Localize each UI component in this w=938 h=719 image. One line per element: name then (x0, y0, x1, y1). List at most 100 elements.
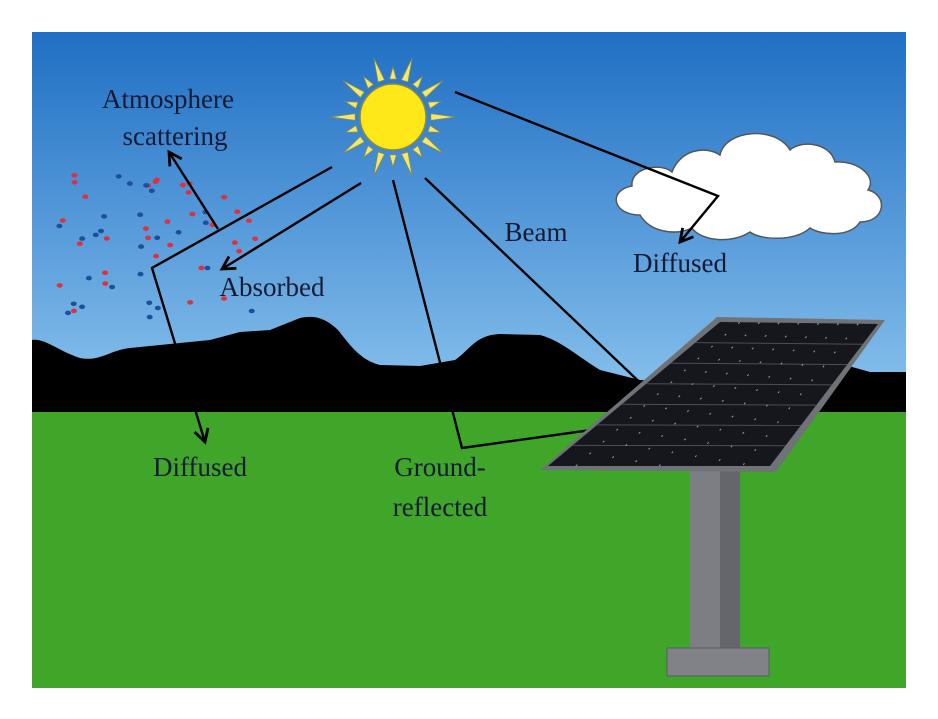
label-ground: Ground- (394, 452, 485, 482)
label-atmosphere: Atmosphere (102, 84, 234, 114)
particle (82, 194, 89, 199)
scattering-arrow (169, 152, 220, 230)
sun-ray (330, 113, 356, 121)
particle (148, 188, 155, 194)
sun-ray (427, 101, 442, 110)
sun-ray (421, 80, 444, 99)
particle (145, 235, 152, 241)
particle (102, 281, 109, 286)
sun-ray (344, 101, 359, 110)
particle (115, 174, 122, 179)
particle (246, 218, 252, 223)
sun-disc (359, 83, 427, 151)
sun-ray (373, 151, 386, 177)
particle (236, 248, 243, 254)
particle (56, 223, 63, 229)
sun-ray (362, 75, 375, 90)
particle (146, 314, 153, 320)
panel-base (666, 647, 770, 677)
sun-ray (344, 124, 359, 133)
particle (154, 305, 161, 311)
particle (56, 283, 63, 288)
label-beam: Beam (505, 217, 568, 247)
particle (185, 190, 192, 195)
particle (138, 244, 145, 249)
label-reflected: reflected (393, 492, 488, 522)
panel-cell-line (597, 424, 801, 426)
particle (142, 226, 149, 231)
diffused-ground-ray-arrow (150, 165, 333, 442)
particle (92, 232, 99, 238)
panel-cell-line (575, 321, 741, 467)
atmosphere-particles (56, 172, 259, 320)
particle (146, 300, 153, 306)
sun-ray (373, 57, 386, 83)
sun-ray (389, 154, 397, 169)
sun-ray (411, 144, 424, 159)
particle (71, 172, 78, 178)
beam-ray-arrow (424, 177, 652, 394)
particle (221, 195, 228, 200)
particle (59, 218, 66, 223)
absorbed-arrow (222, 181, 362, 269)
particle (152, 179, 159, 184)
particle (167, 242, 174, 248)
particle (252, 236, 259, 242)
panel-cell-line (621, 403, 817, 406)
particle (248, 308, 255, 314)
sun-ray (430, 113, 456, 121)
ground-reflected-ray-arrow (391, 179, 620, 450)
particle (126, 181, 133, 186)
solar-panel (540, 317, 885, 677)
particle (204, 265, 211, 271)
particle (175, 230, 182, 235)
particle (234, 209, 241, 214)
cloud-ray-arrow (454, 90, 720, 242)
cloud (615, 132, 883, 241)
particle (70, 301, 77, 307)
particle (71, 180, 78, 185)
panel-cell-line (686, 322, 820, 467)
particle (179, 182, 186, 188)
particle (153, 253, 160, 259)
particle (221, 296, 228, 301)
particle (98, 228, 104, 234)
particle (143, 183, 150, 188)
particle (102, 270, 108, 276)
sun-ray (342, 80, 365, 99)
sun-ray (400, 57, 413, 83)
particle (85, 275, 92, 281)
particle (154, 235, 161, 241)
panel-cell-line (670, 362, 848, 366)
panel-cell-line (695, 342, 863, 345)
panel-cell-line (646, 383, 832, 386)
particle (189, 211, 196, 217)
sun-ray (362, 144, 375, 159)
particle (76, 241, 83, 246)
sun-ray (427, 124, 442, 133)
particle (79, 236, 86, 241)
particle (103, 236, 110, 241)
sun-ray (389, 65, 397, 80)
sun-ray (342, 135, 365, 154)
sun-icon (330, 57, 456, 177)
particle (70, 308, 77, 314)
particle (101, 214, 108, 219)
particle (231, 240, 238, 245)
particle (65, 310, 71, 316)
sun-ray (411, 75, 424, 90)
particle (198, 265, 205, 271)
particle (79, 304, 86, 310)
particle (137, 271, 144, 277)
sun-ray (400, 151, 413, 177)
label-diffused-ground: Diffused (153, 452, 247, 482)
label-absorbed: Absorbed (220, 272, 325, 302)
particle (187, 300, 194, 305)
particle (202, 220, 209, 225)
label-scattering: scattering (123, 121, 228, 151)
particle (164, 219, 171, 224)
label-diffused-cloud: Diffused (633, 248, 727, 278)
panel-cell-line (741, 323, 859, 467)
sun-ray (421, 135, 444, 154)
